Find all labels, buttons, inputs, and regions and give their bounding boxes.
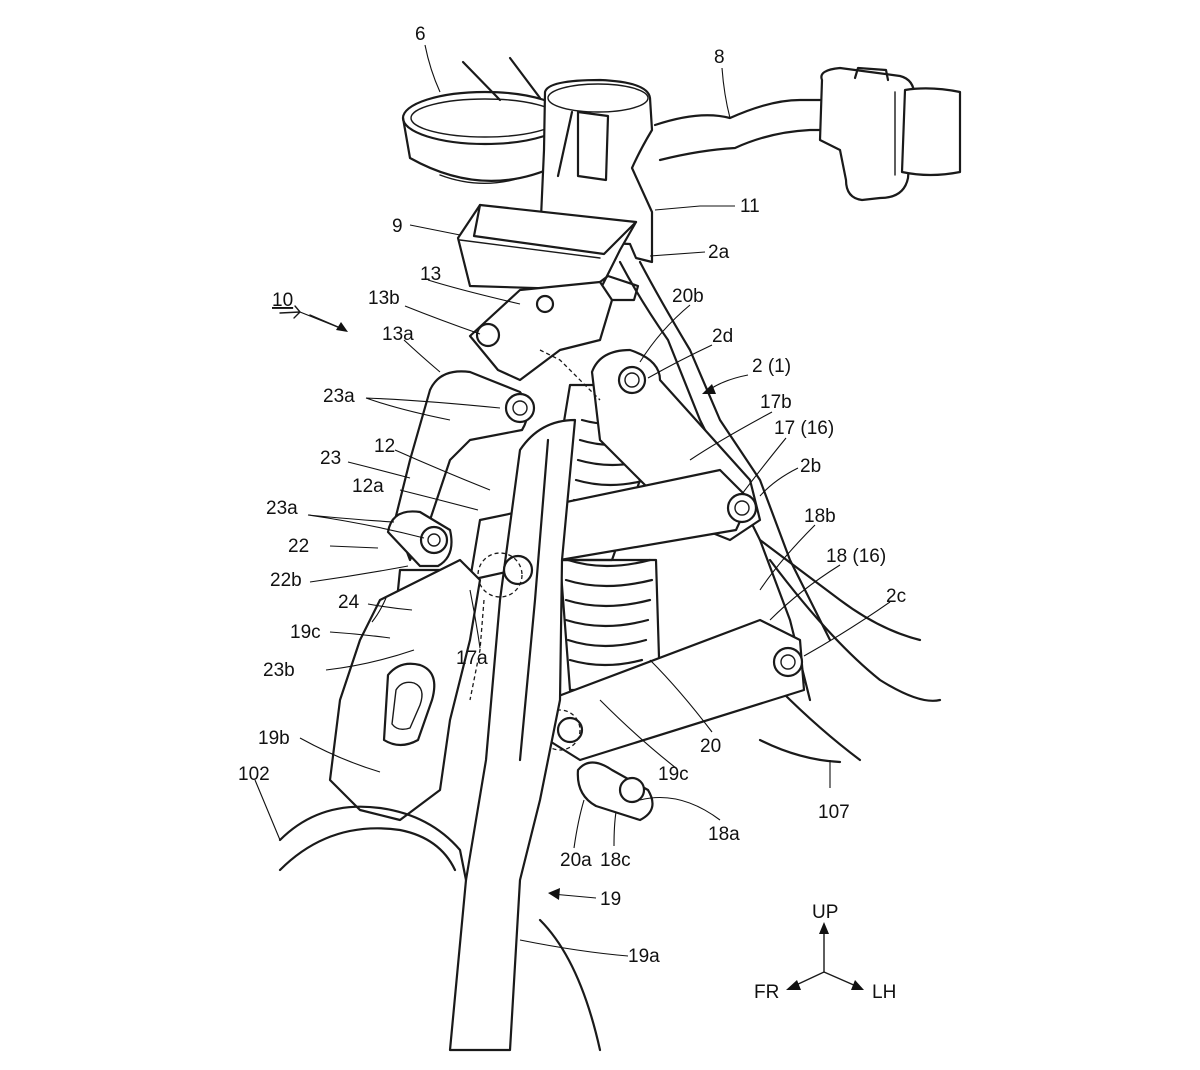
label-6: 6 <box>415 24 426 45</box>
label-17a: 17a <box>456 648 488 669</box>
label-102: 102 <box>238 764 270 785</box>
label-19b: 19b <box>258 728 290 749</box>
fender-107 <box>758 738 842 764</box>
label-9: 9 <box>392 216 403 237</box>
label-18c: 18c <box>600 850 631 871</box>
label-up: UP <box>812 902 838 923</box>
label-24: 24 <box>338 592 360 613</box>
label-18-16: 18 (16) <box>826 546 886 567</box>
label-20: 20 <box>700 736 721 757</box>
label-23a-upper: 23a <box>323 386 355 407</box>
label-19c-right: 19c <box>658 764 689 785</box>
label-13b: 13b <box>368 288 400 309</box>
label-18b: 18b <box>804 506 836 527</box>
label-2b: 2b <box>800 456 821 477</box>
label-23a-middle: 23a <box>266 498 298 519</box>
label-8: 8 <box>714 47 725 68</box>
label-23b: 23b <box>263 660 295 681</box>
arrow-10-head <box>336 322 348 332</box>
label-18a: 18a <box>708 824 740 845</box>
front-wheel-102 <box>278 805 602 1052</box>
label-12: 12 <box>374 436 395 457</box>
lower-arm-18 <box>539 618 806 822</box>
arrow-10 <box>279 305 301 319</box>
label-13a: 13a <box>382 324 414 345</box>
orientation-indicator <box>786 922 864 990</box>
label-19c-left: 19c <box>290 622 321 643</box>
knuckle-19b <box>328 558 482 822</box>
label-22: 22 <box>288 536 309 557</box>
label-19: 19 <box>600 889 621 910</box>
reference-labels: 6 8 11 9 2a 13 10 13b 20b 2d 2 (1) 13a 2… <box>238 24 906 967</box>
arrow-2-head <box>702 384 716 394</box>
orientation-labels: UP FR LH <box>754 902 896 1003</box>
handlebar-8 <box>653 66 962 202</box>
front-fork-19 <box>448 418 577 1052</box>
label-2c: 2c <box>886 586 906 607</box>
label-13: 13 <box>420 264 441 285</box>
label-10: 10 <box>272 290 293 311</box>
label-2a: 2a <box>708 242 730 263</box>
label-2-1: 2 (1) <box>752 356 791 377</box>
label-lh: LH <box>872 982 896 1003</box>
label-12a: 12a <box>352 476 384 497</box>
label-23: 23 <box>320 448 341 469</box>
label-11: 11 <box>740 196 760 217</box>
bracket-13 <box>468 274 640 382</box>
label-22b: 22b <box>270 570 302 591</box>
label-17b: 17b <box>760 392 792 413</box>
hidden-lines <box>469 349 601 701</box>
label-2d: 2d <box>712 326 733 347</box>
label-20b: 20b <box>672 286 704 307</box>
label-107: 107 <box>818 802 850 823</box>
label-19a: 19a <box>628 946 660 967</box>
label-17-16: 17 (16) <box>774 418 834 439</box>
label-fr: FR <box>754 982 779 1003</box>
label-20a: 20a <box>560 850 592 871</box>
